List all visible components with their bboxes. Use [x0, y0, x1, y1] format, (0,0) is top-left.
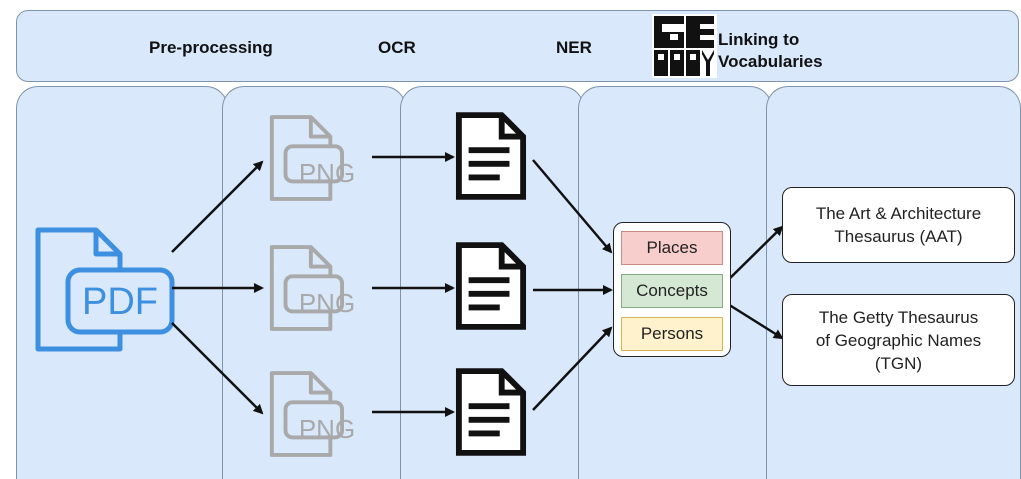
- png-icon-label: PNG: [299, 414, 355, 444]
- text-document-icon: [459, 115, 523, 197]
- arrow-to-tgn: [722, 299, 784, 340]
- stage-linking-line-1: Linking to: [718, 30, 800, 49]
- png-file-icon: PNG: [269, 245, 355, 331]
- vocabulary-tgn-line-1: The Getty Thesaurus: [818, 307, 979, 327]
- vocabulary-aat: The Art & Architecture Thesaurus (AAT): [782, 187, 1015, 263]
- arrow-text-to-entities-3: [532, 326, 613, 411]
- entity-persons: Persons: [621, 317, 723, 351]
- arrow-to-aat: [722, 225, 784, 286]
- arrow-pdf-to-png-1: [171, 160, 264, 253]
- vocabulary-tgn-line-2: of Geographic Names: [815, 330, 982, 350]
- vocabulary-tgn: The Getty Thesaurus of Geographic Names …: [782, 294, 1015, 386]
- pdf-file-icon: PDF: [35, 227, 175, 352]
- arrow-pdf-to-png-3: [171, 322, 264, 415]
- png-icon-label: PNG: [299, 288, 355, 318]
- text-document-icon: [459, 245, 523, 327]
- stage-ocr: OCR: [378, 38, 416, 57]
- entity-concepts: Concepts: [621, 274, 723, 308]
- stage-linking-line-2: Vocabularies: [718, 52, 823, 71]
- entity-places: Places: [621, 231, 723, 265]
- vocabulary-tgn-line-3: (TGN): [874, 353, 923, 373]
- png-file-icon: PNG: [269, 115, 355, 201]
- stage-ner: NER: [556, 38, 592, 57]
- getty-logo: [652, 14, 717, 78]
- text-document-icon: [459, 371, 523, 453]
- vocabulary-aat-line-2: Thesaurus (AAT): [834, 227, 963, 246]
- stage-linking: Linking to Vocabularies: [718, 29, 823, 73]
- png-file-icon: PNG: [269, 371, 355, 457]
- named-entities-box: Places Concepts Persons: [613, 222, 731, 357]
- png-icon-label: PNG: [299, 158, 355, 188]
- pdf-icon-label: PDF: [82, 281, 158, 323]
- stage-preprocessing: Pre-processing: [149, 38, 273, 57]
- vocabulary-aat-line-1: The Art & Architecture: [815, 204, 982, 223]
- column-vocabularies: [766, 86, 1021, 479]
- header-band: [16, 10, 1019, 82]
- arrow-text-to-entities-1: [532, 159, 613, 254]
